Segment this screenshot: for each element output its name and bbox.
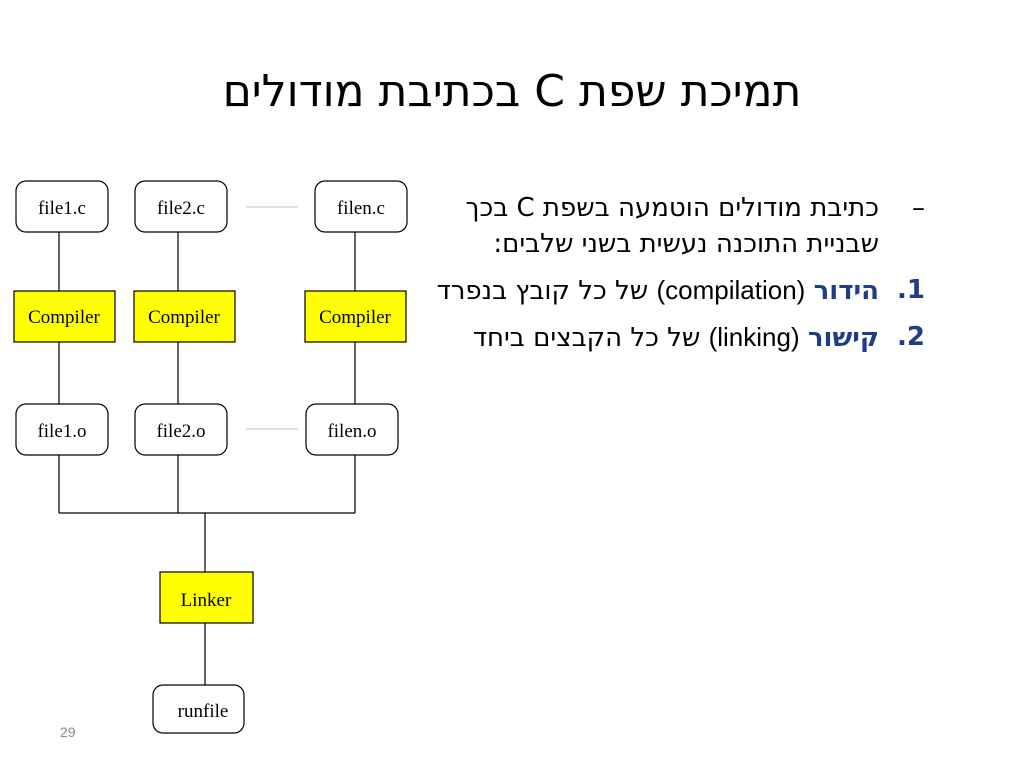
compiler-box-2	[133, 290, 236, 343]
dash-marker: –	[912, 193, 925, 223]
step-english: (compilation)	[656, 275, 806, 305]
diagram-connectors	[58, 232, 356, 685]
step-rest: של כל קובץ בנפרד	[436, 276, 649, 306]
output-file-box	[152, 684, 245, 734]
bullet-step-1: 1. הידור (compilation) של כל קובץ בנפרד	[420, 272, 925, 309]
source-file-box-2	[134, 180, 228, 233]
source-file-box-n	[314, 180, 408, 233]
source-file-label-2: file2.c	[157, 198, 205, 219]
slide-title: תמיכת שפת C בכתיבת מודולים	[222, 66, 802, 117]
object-file-box-n	[305, 403, 399, 456]
bullet-intro: – כתיבת מודולים הוטמעה בשפת C בכך שבניית…	[420, 190, 926, 262]
page-number: 29	[60, 724, 76, 740]
source-file-label-n: filen.c	[337, 198, 385, 219]
compiler-label-1: Compiler	[28, 307, 100, 328]
object-file-box-2	[134, 403, 228, 456]
source-file-box-1	[15, 180, 109, 233]
step-number: 2.	[897, 322, 925, 352]
object-file-label-2: file2.o	[156, 421, 205, 442]
compiler-label-2: Compiler	[148, 307, 220, 328]
object-file-label-n: filen.o	[327, 421, 376, 442]
output-file-label: runfile	[178, 701, 229, 722]
step-text: הידור (compilation) של כל קובץ בנפרד	[420, 272, 879, 309]
ellipsis-lines	[246, 206, 298, 430]
bullet-intro-text: כתיבת מודולים הוטמעה בשפת C בכך שבניית ה…	[465, 193, 880, 259]
step-term: קישור	[807, 323, 879, 353]
step-term: הידור	[813, 276, 879, 306]
step-english: (linking)	[708, 322, 800, 352]
step-text: קישור (linking) של כל הקבצים ביחד	[420, 319, 879, 356]
linker-label: Linker	[181, 590, 232, 611]
bullet-step-2: 2. קישור (linking) של כל הקבצים ביחד	[420, 319, 925, 356]
object-file-box-1	[15, 403, 109, 456]
source-file-label-1: file1.c	[38, 198, 86, 219]
bullet-list: – כתיבת מודולים הוטמעה בשפת C בכך שבניית…	[420, 190, 925, 366]
object-file-label-1: file1.o	[37, 421, 86, 442]
compiler-label-n: Compiler	[319, 307, 391, 328]
step-number: 1.	[897, 275, 925, 305]
compiler-box-1	[13, 290, 116, 343]
compiler-box-n	[304, 290, 407, 343]
linker-box	[159, 571, 254, 624]
step-rest: של כל הקבצים ביחד	[472, 323, 701, 353]
